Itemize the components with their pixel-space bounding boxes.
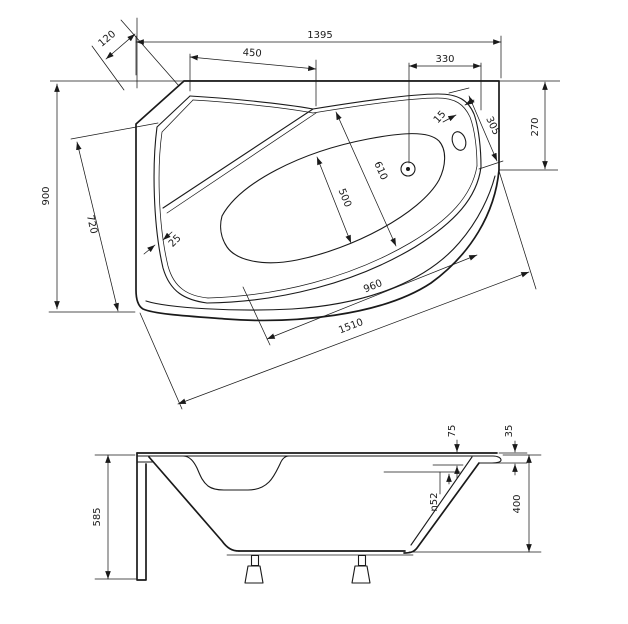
- ext-line: [498, 170, 537, 290]
- dim-arrow: [162, 231, 173, 241]
- dim-right-side: 270: [530, 81, 548, 170]
- ext-line: [70, 122, 159, 140]
- foot-bolt: [250, 554, 260, 567]
- dim-line: [316, 156, 352, 244]
- dim-left-inner: 720: [70, 122, 159, 312]
- rim-right-lip: [478, 455, 502, 464]
- ext-line: [120, 19, 180, 87]
- side-panel: [136, 452, 154, 581]
- dim-total-height-label: 585: [92, 507, 103, 526]
- drain-symbol: [400, 161, 416, 177]
- dim-left-side-label: 900: [41, 186, 52, 205]
- dim-line: [177, 271, 530, 405]
- dim-shelf-edge: 450: [189, 47, 317, 107]
- dim-rim-width-right: 15: [432, 98, 475, 126]
- dim-rim-thickness-label: 35: [504, 425, 515, 438]
- dim-arrow: [442, 114, 457, 123]
- drain-center-dot: [406, 167, 410, 171]
- dim-overflow-offset: 75: [432, 425, 464, 479]
- ext-line: [448, 87, 470, 94]
- ext-line: [139, 312, 183, 410]
- basin-outline: [220, 133, 446, 264]
- dim-corner-chamfer-label: 120: [97, 29, 119, 50]
- ext-line: [91, 45, 125, 91]
- plan-view: 1395 120 450 330: [41, 17, 560, 410]
- dim-overflow-offset-label: 75: [447, 425, 458, 438]
- dim-right-side-label: 270: [530, 117, 541, 136]
- dim-overall-length-label: 1510: [337, 317, 365, 336]
- side-view: 585 75 n52 35: [92, 425, 542, 584]
- dim-left-inner-label: 720: [84, 214, 99, 235]
- corner-shelf-edge-b: [166, 112, 317, 214]
- dim-overall-width: 1395: [135, 17, 502, 89]
- dim-total-height: 585: [92, 454, 137, 580]
- adjustable-foot-left: [244, 554, 264, 584]
- adjustable-foot-right: [351, 554, 371, 584]
- dim-rim-thickness: 35: [493, 425, 528, 476]
- dim-drain-offset-label: 330: [435, 54, 454, 65]
- side-dimensions: 585 75 n52 35: [92, 425, 542, 580]
- dim-arrow: [143, 244, 156, 255]
- drain-circle: [400, 161, 416, 177]
- dim-overall-width-label: 1395: [307, 30, 332, 41]
- dim-line: [189, 54, 317, 72]
- dim-shell-depth-label: 400: [512, 494, 523, 513]
- dim-line: [335, 111, 397, 247]
- dim-shell-depth: 400: [408, 454, 542, 553]
- overflow-symbol: [451, 131, 467, 151]
- foot-bolt: [357, 554, 367, 567]
- dim-rim-slant: 305: [448, 87, 504, 170]
- shell-left-slope: [148, 456, 240, 552]
- shell-right-slope-inner: [410, 456, 473, 546]
- panel-outline: [136, 452, 147, 581]
- dim-overflow-diameter-label: n52: [429, 492, 440, 511]
- ext-line: [478, 160, 504, 170]
- basin-section-profile: [182, 455, 290, 491]
- foot-base: [244, 565, 264, 584]
- side-tub-profile: [136, 452, 502, 584]
- dim-line: [105, 33, 136, 60]
- dim-shelf-edge-label: 450: [242, 47, 262, 59]
- corner-shelf-edge-a: [162, 108, 314, 209]
- dim-line: [76, 141, 119, 312]
- dim-overflow-diameter: n52: [383, 471, 461, 512]
- dim-arrow: [464, 98, 475, 106]
- foot-base: [351, 565, 371, 584]
- dim-corner-chamfer: 120: [91, 19, 180, 91]
- dim-left-side: 900: [41, 83, 136, 313]
- dim-line: [468, 95, 498, 162]
